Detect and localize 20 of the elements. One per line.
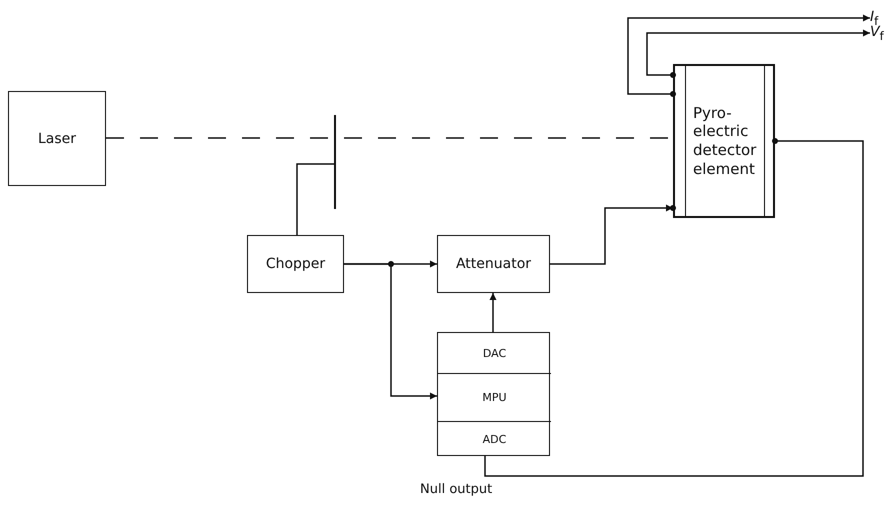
node-label: MPU [482, 391, 507, 404]
arrow [344, 263, 437, 400]
laser-box [8, 91, 106, 186]
node-label: DAC [482, 346, 506, 360]
signal-label: V$_{f}$ [870, 24, 884, 42]
attenuator-box [437, 235, 550, 293]
node-label: Chopper [266, 256, 326, 272]
arrow [550, 204, 673, 265]
edge-label: Null output [420, 482, 492, 497]
detector-box [673, 64, 775, 218]
node-label: Pyro- electric detector element [693, 104, 758, 178]
chopper-box [247, 235, 344, 293]
node-label: Attenuator [456, 256, 532, 272]
connector-line [296, 163, 334, 235]
arrow [627, 14, 870, 95]
arrow [490, 293, 496, 332]
arrow [646, 30, 870, 76]
node-label: Laser [38, 130, 76, 146]
processor-stack [437, 332, 550, 456]
node-label: ADC [482, 433, 506, 446]
